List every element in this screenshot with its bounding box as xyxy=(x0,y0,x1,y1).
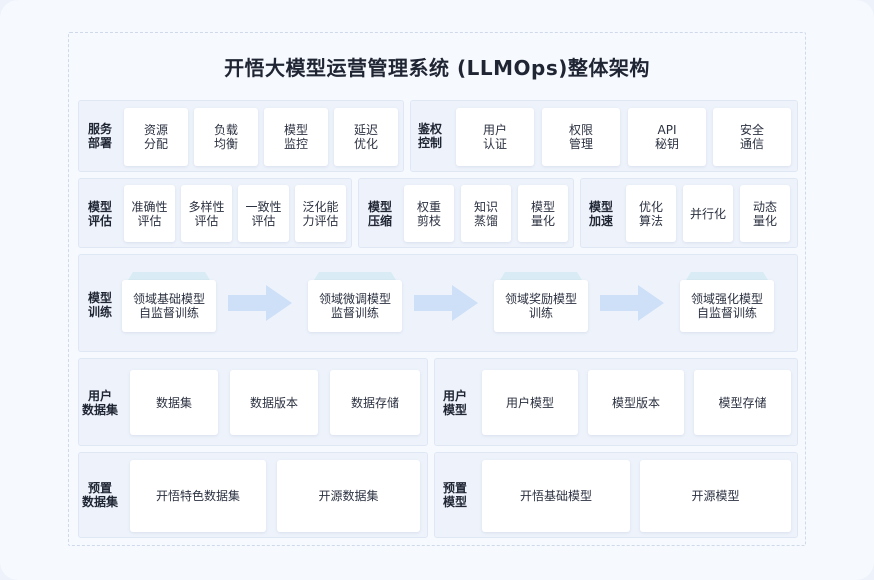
box-model-storage: 模型存储 xyxy=(694,370,791,435)
box-kaiwu-base-model: 开悟基础模型 xyxy=(482,460,630,532)
stage-domain-base-model: 领域基础模型 自监督训练 xyxy=(122,272,216,332)
box-model-monitoring: 模型 监控 xyxy=(264,108,328,166)
label-preset-dataset: 预置 数据集 xyxy=(81,481,118,509)
arrow-right-icon xyxy=(414,285,478,321)
box-opensource-dataset: 开源数据集 xyxy=(277,460,420,532)
box-data-storage: 数据存储 xyxy=(330,370,420,435)
box-kaiwu-dataset: 开悟特色数据集 xyxy=(130,460,266,532)
box-knowledge-distillation: 知识 蒸馏 xyxy=(461,185,511,242)
diagram-frame xyxy=(68,32,806,546)
label-auth-control: 鉴权 控制 xyxy=(417,122,442,150)
box-consistency-eval: 一致性 评估 xyxy=(238,185,289,242)
stage-top-accent xyxy=(500,272,582,280)
box-load-balancing: 负载 均衡 xyxy=(194,108,258,166)
stage-label: 领域强化模型 自监督训练 xyxy=(680,280,774,332)
label-model-acceleration: 模型 加速 xyxy=(588,200,613,228)
box-parallelization: 并行化 xyxy=(683,185,733,242)
box-optimization-algorithm: 优化 算法 xyxy=(626,185,676,242)
stage-top-accent xyxy=(686,272,768,280)
box-model-version: 模型版本 xyxy=(588,370,684,435)
label-user-dataset: 用户 数据集 xyxy=(81,389,118,417)
stage-domain-reinforce-model: 领域强化模型 自监督训练 xyxy=(680,272,774,332)
box-resource-allocation: 资源 分配 xyxy=(124,108,188,166)
stage-top-accent xyxy=(314,272,396,280)
box-model-quantization: 模型 量化 xyxy=(518,185,568,242)
label-service-deploy: 服务 部署 xyxy=(87,122,112,150)
box-opensource-model: 开源模型 xyxy=(640,460,791,532)
box-user-model: 用户模型 xyxy=(482,370,578,435)
label-model-evaluation: 模型 评估 xyxy=(87,200,112,228)
stage-domain-finetune-model: 领域微调模型 监督训练 xyxy=(308,272,402,332)
stage-label: 领域奖励模型 训练 xyxy=(494,280,588,332)
box-data-version: 数据版本 xyxy=(230,370,318,435)
box-generalization-eval: 泛化能 力评估 xyxy=(295,185,346,242)
arrow-right-icon xyxy=(228,285,292,321)
box-user-auth: 用户 认证 xyxy=(456,108,534,166)
arrow-right-icon xyxy=(600,285,664,321)
box-api-key: API 秘钥 xyxy=(628,108,706,166)
label-model-compression: 模型 压缩 xyxy=(367,200,392,228)
stage-label: 领域基础模型 自监督训练 xyxy=(122,280,216,332)
stage-top-accent xyxy=(128,272,210,280)
box-dynamic-quantization: 动态 量化 xyxy=(740,185,790,242)
box-permission-management: 权限 管理 xyxy=(542,108,620,166)
label-model-training: 模型 训练 xyxy=(87,291,112,319)
box-dataset: 数据集 xyxy=(130,370,218,435)
label-preset-model: 预置 模型 xyxy=(442,481,467,509)
box-accuracy-eval: 准确性 评估 xyxy=(124,185,175,242)
box-diversity-eval: 多样性 评估 xyxy=(181,185,232,242)
box-latency-optimization: 延迟 优化 xyxy=(334,108,398,166)
box-secure-communication: 安全 通信 xyxy=(713,108,791,166)
box-weight-pruning: 权重 剪枝 xyxy=(404,185,454,242)
stage-domain-reward-model: 领域奖励模型 训练 xyxy=(494,272,588,332)
diagram-title: 开悟大模型运营管理系统 (LLMOps)整体架构 xyxy=(224,56,650,80)
stage-label: 领域微调模型 监督训练 xyxy=(308,280,402,332)
label-user-model: 用户 模型 xyxy=(442,389,467,417)
